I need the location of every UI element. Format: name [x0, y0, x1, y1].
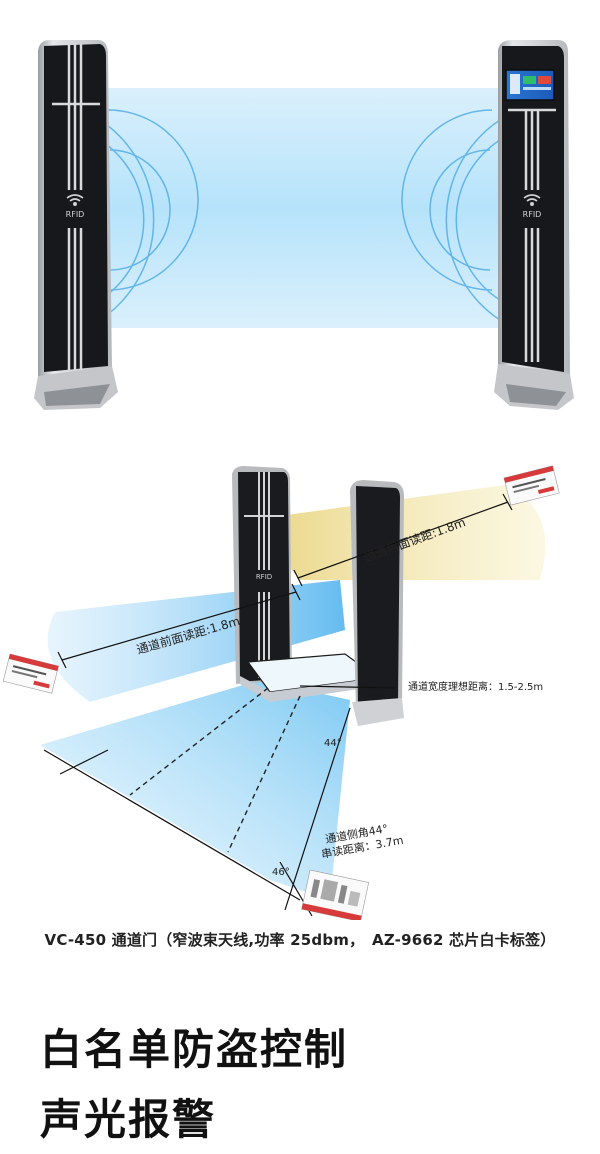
rear-distance-line [297, 501, 509, 579]
product-caption: VC-450 通道门（窄波束天线,功率 25dbm， AZ-9662 芯片白卡标… [44, 931, 556, 949]
rear-tag-card [503, 465, 560, 506]
left-rfid-label: RFID [66, 210, 85, 219]
headline-alarm: 声光报警 [40, 1095, 217, 1144]
angle-46-label: 46° [272, 867, 290, 878]
top-gate-illustration: RFID RFID [34, 40, 574, 410]
diagram-rfid-label: RFID [256, 573, 272, 581]
signal-waves-right [401, 109, 501, 321]
wifi-icon [523, 194, 541, 207]
right-rfid-label: RFID [523, 210, 542, 219]
width-ideal-line [299, 685, 396, 689]
side-dash-2 [227, 695, 301, 853]
left-antenna-pillar: RFID [34, 40, 118, 410]
headline-whitelist: 白名单防盗控制 [40, 1025, 349, 1074]
width-ideal-label: 通道宽度理想距离：1.5-2.5m [408, 680, 543, 693]
signal-waves-left [99, 109, 199, 321]
side-tag-card [301, 869, 370, 920]
diagram-left-pillar [232, 466, 292, 684]
side-read-beam [40, 680, 350, 900]
front-distance-line [61, 591, 297, 661]
front-tag-card [2, 653, 59, 694]
wifi-icon [66, 194, 84, 207]
side-dash-1 [129, 687, 269, 796]
diagram-right-pillar [350, 480, 404, 726]
angle-44-label: 44° [324, 738, 342, 749]
read-range-diagram: RFID 通道后面读 [2, 465, 560, 920]
right-antenna-pillar: RFID [494, 40, 574, 410]
